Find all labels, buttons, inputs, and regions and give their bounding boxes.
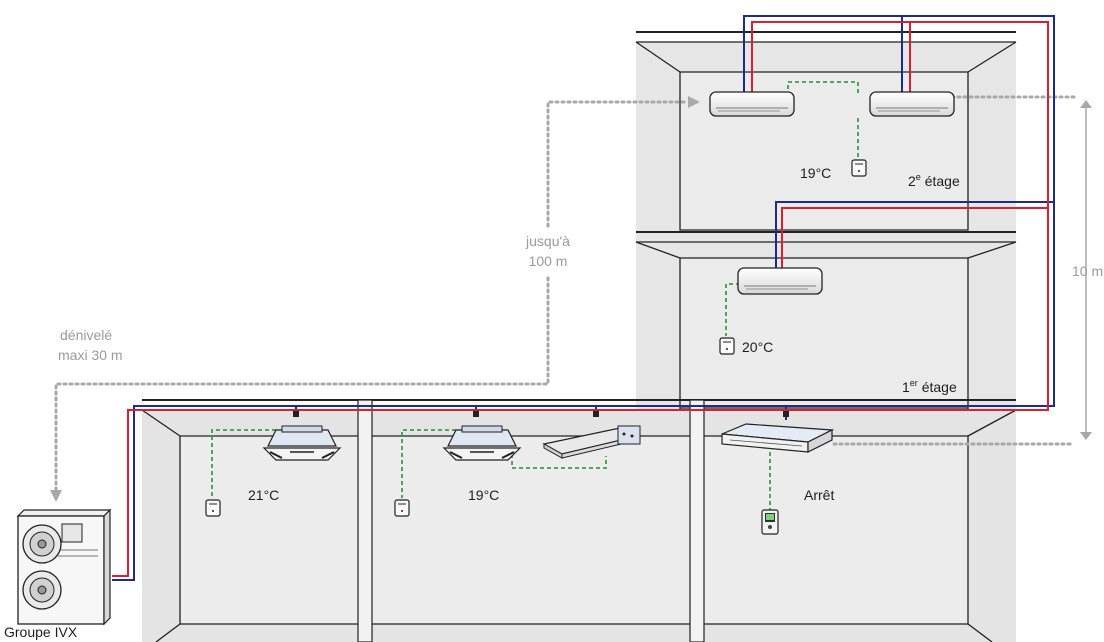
wall-unit-icon xyxy=(869,91,955,117)
ceiling-unit-icon xyxy=(721,423,835,453)
duct-unit-icon xyxy=(542,425,641,459)
thermostat-icon xyxy=(851,159,867,177)
outdoor-unit-label: Groupe IVX xyxy=(4,624,78,640)
cassette-unit-icon xyxy=(442,425,522,461)
control-wires xyxy=(211,81,859,510)
floor-slab-upper xyxy=(636,231,1016,243)
height-10m-label: 10 m xyxy=(1072,263,1103,279)
thermostat-icon xyxy=(394,499,410,517)
wall-unit-icon xyxy=(737,267,823,295)
arrow-down-icon xyxy=(50,490,62,502)
height-diff-label-line2: maxi 30 m xyxy=(58,347,123,363)
distance-label-line2: 100 m xyxy=(529,253,568,269)
floor-1-room xyxy=(635,241,1017,420)
wall-unit-icon xyxy=(709,91,795,117)
temp-floor-2: 19°C xyxy=(800,165,831,181)
arrow-up-icon xyxy=(1080,100,1092,108)
temp-room-left: 21°C xyxy=(248,487,279,503)
floor-1-label: 1er étage xyxy=(902,378,957,395)
ground-floor xyxy=(141,399,1017,642)
outdoor-unit-icon xyxy=(16,508,112,626)
building xyxy=(141,31,1017,642)
refrigerant-pipes xyxy=(112,15,1055,581)
arrow-right-icon xyxy=(688,96,700,108)
distance-line-100m xyxy=(546,100,690,228)
temp-room-mid: 19°C xyxy=(468,487,499,503)
distance-label-line1: jusqu'à xyxy=(525,233,570,249)
temp-floor-1: 20°C xyxy=(742,339,773,355)
thermostat-icon xyxy=(719,337,735,355)
dimension-arrows xyxy=(50,96,1092,502)
refnet-joints xyxy=(293,411,789,417)
cassette-unit-icon xyxy=(262,425,342,461)
status-room-right: Arrêt xyxy=(804,487,834,503)
distance-line-100m-lower xyxy=(54,276,550,494)
remote-control-icon xyxy=(761,509,779,535)
floor-2-label: 2e étage xyxy=(908,172,960,189)
height-diff-label-line1: dénivelé xyxy=(60,327,112,343)
thermostat-icon xyxy=(205,499,221,517)
